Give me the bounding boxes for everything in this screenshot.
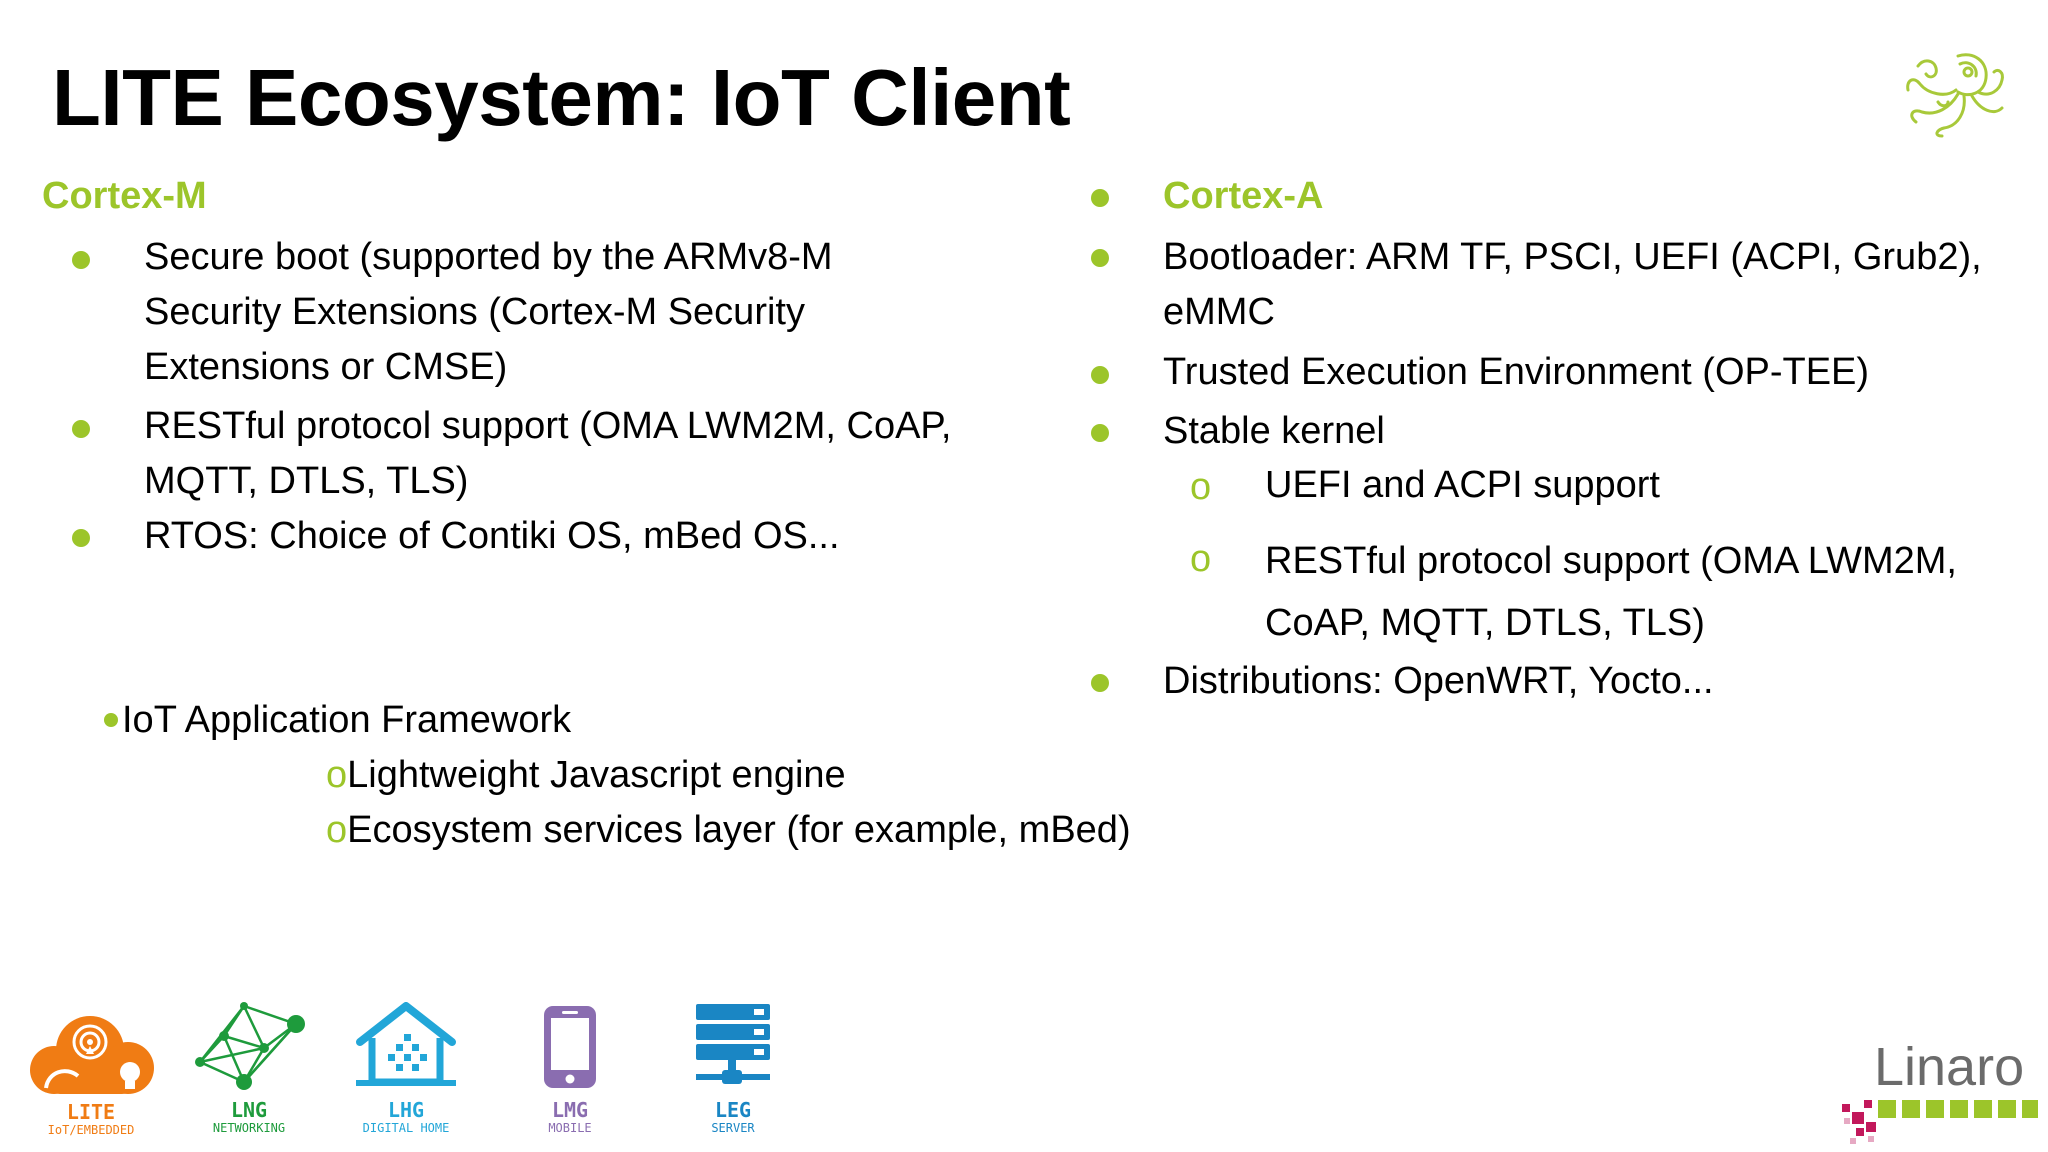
segment-lng: LNG NETWORKING xyxy=(184,1100,314,1134)
bullet-dot xyxy=(104,712,118,727)
left-heading: Cortex-M xyxy=(42,175,207,217)
sub-bullet-o: o xyxy=(1190,538,1212,580)
right-subitem-uefi: UEFI and ACPI support xyxy=(1265,464,1660,506)
framework-subitem-label: Lightweight Javascript engine xyxy=(347,754,846,796)
octopus-icon xyxy=(1906,53,2004,138)
linaro-logo: Linaro xyxy=(1840,1040,2040,1150)
right-item-bootloader: Bootloader: ARM TF, PSCI, UEFI (ACPI, Gr… xyxy=(1163,236,1982,333)
network-icon xyxy=(195,1002,305,1090)
phone-icon xyxy=(544,1006,596,1088)
left-item-secure-boot: Secure boot (supported by the ARMv8-M Se… xyxy=(144,236,833,388)
bullet-dot xyxy=(72,529,90,547)
right-item-tee: Trusted Execution Environment (OP-TEE) xyxy=(1163,351,1870,393)
segment-lite: LITE IoT/EMBEDDED xyxy=(26,1102,156,1136)
sub-bullet-o: o xyxy=(326,754,348,796)
bullet-dot xyxy=(1091,189,1109,207)
segment-label: DIGITAL HOME xyxy=(362,1121,450,1135)
right-item-distributions: Distributions: OpenWRT, Yocto... xyxy=(1163,660,1714,702)
framework-subitem-label: Ecosystem services layer (for example, m… xyxy=(347,809,1131,851)
bullet-dot xyxy=(72,420,90,438)
framework-subitem: oEcosystem services layer (for example, … xyxy=(326,803,1131,858)
segment-abbr: LEG xyxy=(714,1098,752,1122)
segment-abbr: LITE xyxy=(66,1100,116,1124)
server-icon xyxy=(696,1004,770,1084)
segment-label: MOBILE xyxy=(548,1121,592,1135)
segment-leg: LEG SERVER xyxy=(668,1100,798,1134)
right-heading: Cortex-A xyxy=(1163,175,1324,217)
bullet-dot xyxy=(1091,249,1109,267)
left-item-restful: RESTful protocol support (OMA LWM2M, CoA… xyxy=(144,405,952,502)
segment-label: IoT/EMBEDDED xyxy=(47,1123,135,1137)
sub-bullet-o: o xyxy=(1190,466,1212,508)
bullet-dot xyxy=(1091,674,1109,692)
left-item-rtos: RTOS: Choice of Contiki OS, mBed OS... xyxy=(144,515,840,557)
segment-abbr: LNG xyxy=(230,1098,268,1122)
right-subitem-restful: RESTful protocol support (OMA LWM2M, CoA… xyxy=(1265,540,1957,644)
segment-label: SERVER xyxy=(711,1121,755,1135)
segment-lhg: LHG DIGITAL HOME xyxy=(341,1100,471,1134)
framework-bullet: IoT Application Framework xyxy=(104,693,571,748)
linaro-logo-icon xyxy=(1842,1100,2038,1144)
segment-abbr: LMG xyxy=(551,1098,589,1122)
bullet-dot xyxy=(1091,424,1109,442)
framework-subitem: oLightweight Javascript engine xyxy=(326,748,846,803)
bullet-dot xyxy=(72,251,90,269)
slide-title: LITE Ecosystem: IoT Client xyxy=(52,53,1071,142)
segment-lmg: LMG MOBILE xyxy=(505,1100,635,1134)
bullet-dot xyxy=(1091,366,1109,384)
cloud-icon xyxy=(30,1016,154,1094)
sub-bullet-o: o xyxy=(326,809,348,851)
segment-label: NETWORKING xyxy=(212,1121,286,1135)
right-item-stable-kernel: Stable kernel xyxy=(1163,410,1385,452)
segment-abbr: LHG xyxy=(387,1098,425,1122)
linaro-logo-text: Linaro xyxy=(1874,1037,2025,1097)
framework-label: IoT Application Framework xyxy=(122,699,572,741)
home-icon xyxy=(356,1002,456,1086)
